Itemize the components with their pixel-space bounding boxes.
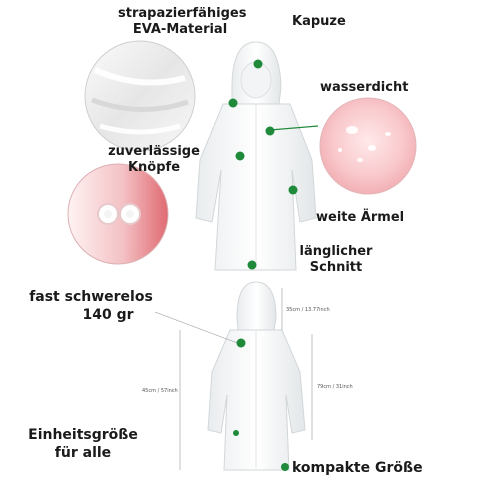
size-label: Einheitsgröße für alle [28, 426, 138, 462]
sleeves-dot [288, 185, 298, 195]
weight-dot [236, 338, 246, 348]
marker-dots [228, 59, 298, 471]
length-label-line1: länglicher [299, 244, 373, 259]
material-dot [228, 98, 238, 108]
raincoat-front-image [195, 41, 317, 271]
weight-label-line2: 140 gr [82, 307, 134, 323]
size-label-line1: Einheitsgröße [28, 427, 138, 443]
raincoat-dimension-image [207, 281, 306, 471]
weight-label: fast schwerelos 140 gr [26, 288, 156, 324]
weight-label-line1: fast schwerelos [29, 289, 153, 305]
material-label: strapazierfähiges EVA-Material [118, 6, 247, 38]
body-dimension: 79cm / 31inch [317, 384, 353, 390]
compact-dot [281, 463, 289, 471]
material-label-line1: strapazierfähiges [118, 6, 247, 21]
waterproof-dot [265, 126, 275, 136]
buttons-zoom-circle [67, 163, 169, 265]
buttons-dot [235, 151, 245, 161]
size-dot [233, 430, 239, 436]
length-label-line2: Schnitt [309, 260, 363, 275]
hood-dimension: 35cm / 13.77inch [286, 307, 330, 313]
material-label-line2: EVA-Material [132, 22, 228, 37]
waterproof-zoom-circle [319, 97, 417, 195]
buttons-label-line1: zuverlässige [108, 144, 200, 159]
buttons-label: zuverlässige Knöpfe [104, 144, 204, 176]
hood-dot [253, 59, 263, 69]
length-dot [247, 260, 257, 270]
material-zoom-circle [84, 40, 196, 152]
sleeves-label: weite Ärmel [316, 210, 405, 225]
length-label: länglicher Schnitt [286, 244, 386, 276]
total-dimension: 45cm / 57inch [142, 388, 178, 394]
waterproof-label: wasserdicht [320, 80, 409, 95]
hood-label: Kapuze [292, 14, 346, 29]
dimension-lines [154, 288, 313, 470]
leader-lines [269, 125, 319, 131]
compact-label: kompakte Größe [292, 460, 423, 476]
buttons-label-line2: Knöpfe [127, 160, 181, 175]
size-label-line2: für alle [54, 445, 112, 461]
